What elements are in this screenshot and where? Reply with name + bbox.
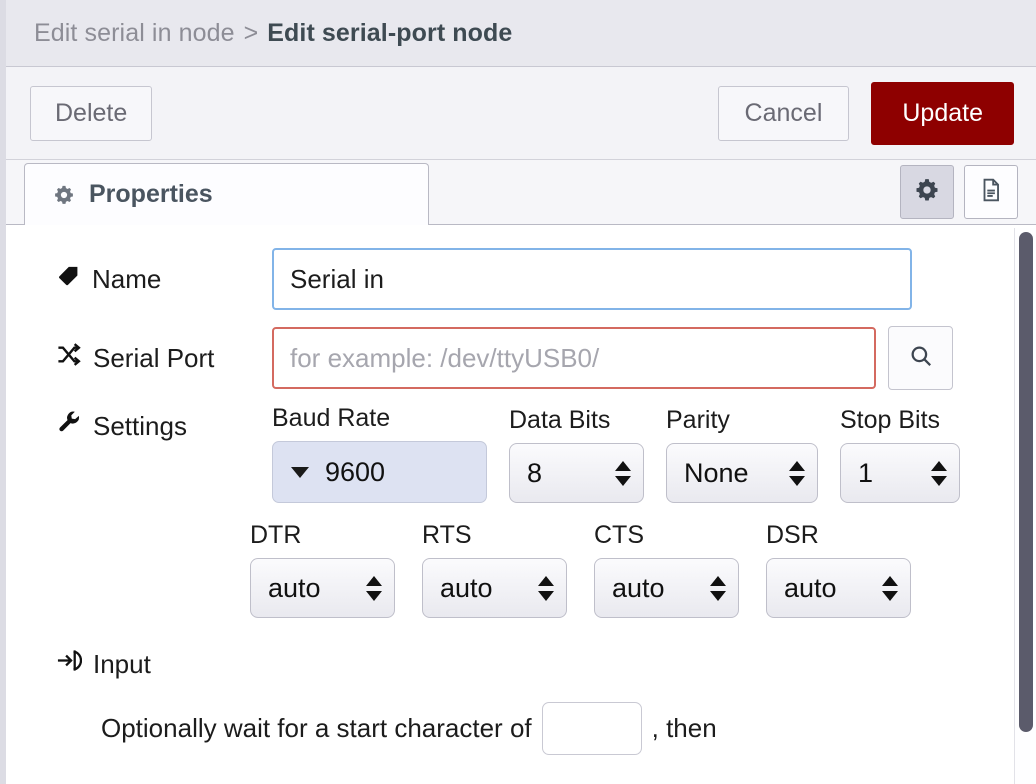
rts-value: auto (440, 572, 493, 603)
gear-icon (53, 184, 75, 206)
data-bits-label: Data Bits (509, 406, 611, 434)
dtr-select[interactable]: auto (250, 558, 395, 618)
stop-bits-select[interactable]: 1 (840, 443, 960, 503)
dtr-label: DTR (250, 521, 302, 549)
input-section-heading: Input (57, 648, 1036, 680)
cts-label: CTS (594, 521, 644, 549)
baud-rate-select[interactable]: 9600 (272, 441, 487, 503)
start-character-text-after: , then (651, 713, 717, 743)
description-icon (978, 177, 1004, 208)
serial-port-label-text: Serial Port (93, 342, 215, 373)
tab-action-buttons (900, 165, 1018, 219)
start-character-sentence: Optionally wait for a start character of… (57, 702, 1036, 755)
start-character-text-before: Optionally wait for a start character of (101, 713, 532, 743)
gear-settings-button[interactable] (900, 165, 954, 219)
spinner-icon (615, 460, 631, 486)
settings-head: Settings Baud Rate 9600 Data Bits (57, 404, 1036, 503)
settings-block: Settings Baud Rate 9600 Data Bits (12, 404, 1036, 618)
shuffle-icon (57, 342, 82, 374)
parity-select[interactable]: None (666, 443, 818, 503)
vertical-scrollbar[interactable] (1014, 228, 1036, 784)
tab-properties-label: Properties (89, 180, 213, 208)
data-bits-select[interactable]: 8 (509, 443, 644, 503)
settings-row-primary: Baud Rate 9600 Data Bits 8 (272, 404, 960, 503)
serial-port-input[interactable] (272, 327, 876, 389)
settings-label-text: Settings (93, 410, 187, 441)
cancel-button[interactable]: Cancel (717, 85, 850, 141)
spinner-icon (931, 460, 947, 486)
serial-port-search-button[interactable] (888, 326, 953, 390)
start-character-input[interactable] (541, 702, 642, 755)
delete-button[interactable]: Delete (30, 85, 153, 141)
field-baud-rate: Baud Rate 9600 (272, 404, 487, 503)
breadcrumb-current: Edit serial-port node (267, 18, 513, 47)
spinner-icon (366, 575, 382, 601)
cts-select[interactable]: auto (594, 558, 739, 618)
row-name: Name (12, 248, 1036, 310)
sign-in-icon (57, 648, 83, 680)
spinner-icon (538, 575, 554, 601)
field-cts: CTS auto (594, 521, 739, 618)
field-dsr: DSR auto (766, 521, 911, 618)
dialog-button-bar: Delete Cancel Update (6, 67, 1036, 160)
settings-row-flow-control: DTR auto RTS auto CT (57, 521, 1036, 618)
serial-port-label: Serial Port (57, 342, 272, 374)
parity-label: Parity (666, 406, 730, 434)
spinner-icon (789, 460, 805, 486)
row-serial-port: Serial Port (12, 326, 1036, 390)
wrench-icon (57, 410, 82, 442)
spinner-icon (882, 575, 898, 601)
rts-select[interactable]: auto (422, 558, 567, 618)
field-data-bits: Data Bits 8 (509, 406, 644, 503)
breadcrumb: Edit serial in node > Edit serial-port n… (34, 19, 512, 48)
parity-value: None (684, 457, 749, 488)
description-button[interactable] (964, 165, 1018, 219)
properties-form: Name Serial Port (12, 226, 1036, 755)
input-section-title: Input (93, 648, 151, 679)
baud-rate-value: 9600 (325, 456, 386, 487)
dsr-label: DSR (766, 521, 819, 549)
input-section: Input Optionally wait for a start charac… (12, 648, 1036, 755)
tab-strip: Properties (6, 160, 1036, 225)
dsr-select[interactable]: auto (766, 558, 911, 618)
vertical-scrollbar-thumb[interactable] (1019, 232, 1033, 732)
update-button[interactable]: Update (871, 81, 1014, 145)
name-label: Name (57, 264, 272, 295)
name-label-text: Name (92, 263, 162, 294)
primary-actions: Cancel Update (717, 81, 1014, 145)
name-input[interactable] (272, 248, 912, 310)
breadcrumb-separator: > (243, 18, 259, 47)
dialog-body: Name Serial Port (12, 226, 1036, 784)
gear-icon (914, 177, 940, 208)
tag-icon (57, 264, 81, 295)
baud-rate-label: Baud Rate (272, 404, 391, 432)
dialog-header: Edit serial in node > Edit serial-port n… (6, 0, 1036, 67)
breadcrumb-parent[interactable]: Edit serial in node (34, 18, 235, 47)
cts-value: auto (612, 572, 665, 603)
search-icon (908, 343, 934, 374)
field-dtr: DTR auto (250, 521, 395, 618)
stop-bits-value: 1 (858, 457, 874, 488)
field-rts: RTS auto (422, 521, 567, 618)
field-stop-bits: Stop Bits 1 (840, 406, 960, 503)
rts-label: RTS (422, 521, 472, 549)
settings-label: Settings (57, 404, 272, 442)
dtr-value: auto (268, 572, 321, 603)
stop-bits-label: Stop Bits (840, 406, 941, 434)
chevron-down-icon (291, 466, 309, 478)
dsr-value: auto (784, 572, 837, 603)
data-bits-value: 8 (527, 457, 543, 488)
spinner-icon (710, 575, 726, 601)
field-parity: Parity None (666, 406, 818, 503)
tab-properties[interactable]: Properties (24, 163, 429, 225)
